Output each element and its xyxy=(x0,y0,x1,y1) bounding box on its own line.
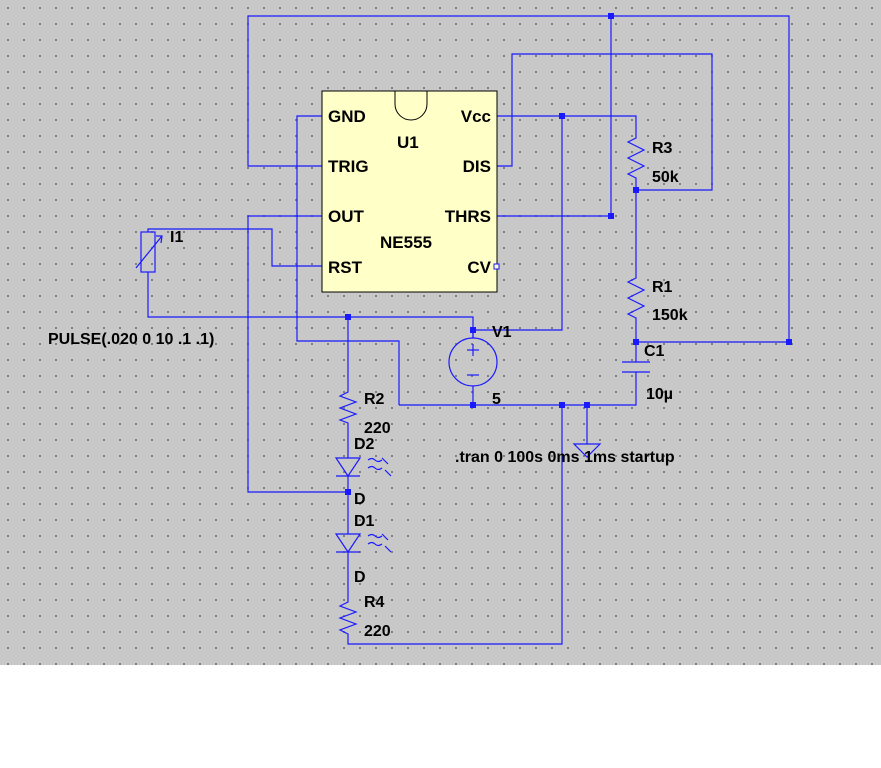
wire-r4-return[interactable] xyxy=(347,405,563,645)
c1-ref-label: C1 xyxy=(644,343,665,360)
i1-current-source[interactable]: I1 PULSE(.020 0 10 .1 .1) xyxy=(48,229,214,348)
d2-value-label: D xyxy=(354,491,366,508)
i1-variable-arrow xyxy=(135,235,163,269)
i1-ref-label: I1 xyxy=(170,229,183,246)
schematic-canvas[interactable]: GND TRIG OUT RST Vcc DIS THRS CV U1 NE55… xyxy=(0,0,881,665)
wires xyxy=(147,15,790,645)
i1-value-label: PULSE(.020 0 10 .1 .1) xyxy=(48,331,214,348)
d2-ref-label: D2 xyxy=(354,436,375,453)
wire-trig-loop[interactable] xyxy=(247,15,790,343)
r2-value-label: 220 xyxy=(364,420,391,437)
u1-part-label: NE555 xyxy=(380,233,432,252)
junction xyxy=(608,213,614,219)
pin-trig-label: TRIG xyxy=(328,157,369,176)
junction xyxy=(345,489,351,495)
u1-ref-label: U1 xyxy=(397,133,419,152)
wire-gnd-pin[interactable] xyxy=(296,115,400,405)
v1-ref-label: V1 xyxy=(492,324,512,341)
wire-dis-loop[interactable] xyxy=(497,53,713,191)
v1-voltage-source[interactable]: V1 5 xyxy=(448,324,512,408)
ground-symbol[interactable] xyxy=(572,443,602,458)
r3-ref-label: R3 xyxy=(652,140,673,157)
pin-dis-label: DIS xyxy=(463,157,491,176)
i1-body[interactable] xyxy=(140,231,156,273)
junctions xyxy=(345,13,792,495)
r3-resistor[interactable]: R3 50k xyxy=(626,122,679,186)
v1-value-label: 5 xyxy=(492,391,501,408)
d1-triangle[interactable] xyxy=(334,533,362,554)
d1-value-label: D xyxy=(354,569,366,586)
ground-triangle[interactable] xyxy=(572,443,602,458)
junction xyxy=(470,327,476,333)
ic-body[interactable] xyxy=(321,90,498,293)
pin-vcc-label: Vcc xyxy=(461,107,491,126)
u1-ne555[interactable]: GND TRIG OUT RST Vcc DIS THRS CV U1 NE55… xyxy=(321,90,500,293)
d1-light-wave xyxy=(367,533,383,539)
junction xyxy=(559,113,565,119)
r4-ref-label: R4 xyxy=(364,594,385,611)
junction xyxy=(470,402,476,408)
i1-arrow-head xyxy=(156,235,163,244)
junction xyxy=(345,314,351,320)
d2-triangle[interactable] xyxy=(334,457,362,478)
r1-ref-label: R1 xyxy=(652,279,673,296)
pin-cv-label: CV xyxy=(467,258,491,277)
r2-ref-label: R2 xyxy=(364,391,385,408)
pin-out-label: OUT xyxy=(328,207,365,226)
d1-light-arrows xyxy=(381,533,392,553)
pin-rst-label: RST xyxy=(328,258,363,277)
r1-value-label: 150k xyxy=(652,307,688,324)
junction xyxy=(608,13,614,19)
schematic-svg[interactable]: GND TRIG OUT RST Vcc DIS THRS CV U1 NE55… xyxy=(0,0,881,665)
junction xyxy=(633,339,639,345)
d2-light-wave xyxy=(367,465,383,471)
junction xyxy=(559,402,565,408)
d1-light-wave xyxy=(367,541,383,547)
r4-value-label: 220 xyxy=(364,623,391,640)
r4-zigzag[interactable] xyxy=(338,596,358,640)
d1-ref-label: D1 xyxy=(354,513,375,530)
v1-body[interactable] xyxy=(448,337,498,387)
wire-vcc[interactable] xyxy=(497,115,637,122)
d2-light-wave xyxy=(367,457,383,463)
d2-light-arrows xyxy=(381,457,392,477)
junction xyxy=(633,187,639,193)
r1-zigzag[interactable] xyxy=(626,262,646,326)
r1-resistor[interactable]: R1 150k xyxy=(626,262,688,326)
r2-resistor[interactable]: R2 220 xyxy=(338,385,391,437)
pin-gnd-label: GND xyxy=(328,107,366,126)
wire-c1-gnd[interactable] xyxy=(562,372,637,406)
junction xyxy=(786,339,792,345)
d2-led[interactable]: D2 D xyxy=(334,436,392,508)
r3-value-label: 50k xyxy=(652,169,679,186)
c1-value-label: 10µ xyxy=(646,386,673,403)
ic-notch xyxy=(394,91,428,121)
junction xyxy=(584,402,590,408)
wire-rst[interactable] xyxy=(147,228,322,267)
pin-thrs-label: THRS xyxy=(445,207,491,226)
r2-zigzag[interactable] xyxy=(338,385,358,425)
wire-out[interactable] xyxy=(247,215,348,493)
r3-zigzag[interactable] xyxy=(626,122,646,186)
d1-led[interactable]: D1 D xyxy=(334,513,392,586)
spice-directive[interactable]: .tran 0 100s 0ms 1ms startup xyxy=(455,449,675,466)
r4-resistor[interactable]: R4 220 xyxy=(338,594,391,640)
cv-pin-marker xyxy=(493,263,500,270)
c1-capacitor[interactable]: C1 10µ xyxy=(622,343,673,403)
